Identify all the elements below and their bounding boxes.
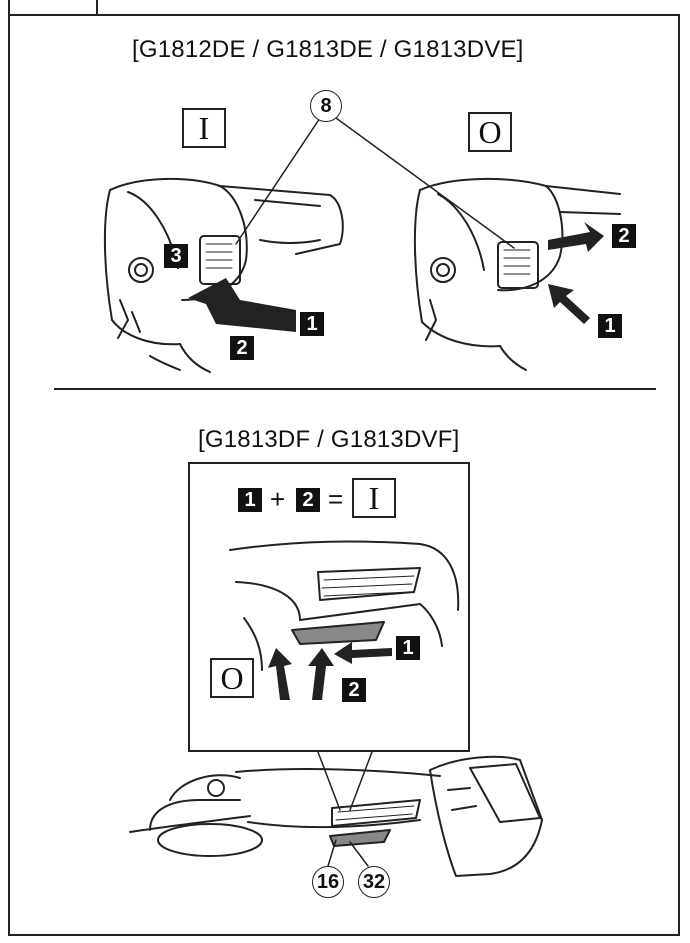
- step-1-badge-right: 1: [598, 314, 622, 338]
- formula-equals: =: [328, 484, 344, 514]
- step-2-badge-left: 2: [230, 336, 254, 360]
- step-1-badge-left: 1: [300, 312, 324, 336]
- direction-arrows: [188, 222, 604, 700]
- section-divider: [54, 388, 656, 390]
- inset-step-1-badge: 1: [396, 636, 420, 660]
- on-symbol-left: I: [182, 108, 226, 148]
- step-3-badge-left: 3: [164, 244, 188, 268]
- formula-on-symbol: I: [352, 478, 396, 518]
- right-grinder-illustration: [413, 177, 621, 371]
- callout-8: 8: [310, 90, 342, 122]
- step-2-badge-right: 2: [612, 224, 636, 248]
- full-grinder-illustration: [129, 751, 543, 877]
- formula-plus: +: [270, 484, 286, 514]
- inset-off-symbol: O: [210, 658, 254, 698]
- formula-step-1-badge: 1: [238, 488, 262, 512]
- formula-step-2-badge: 2: [296, 488, 320, 512]
- off-symbol-right: O: [468, 112, 512, 152]
- detail-inset-frame: [188, 462, 470, 752]
- left-grinder-illustration: [103, 177, 344, 373]
- bottom-models-heading: [G1813DF / G1813DVF]: [198, 426, 460, 453]
- callout-16: 16: [312, 866, 344, 898]
- figure-frame: [8, 14, 680, 936]
- top-models-heading: [G1812DE / G1813DE / G1813DVE]: [132, 36, 524, 63]
- handle-detail-illustration: [229, 540, 460, 671]
- callout-32: 32: [358, 866, 390, 898]
- inset-step-2-badge: 2: [342, 678, 366, 702]
